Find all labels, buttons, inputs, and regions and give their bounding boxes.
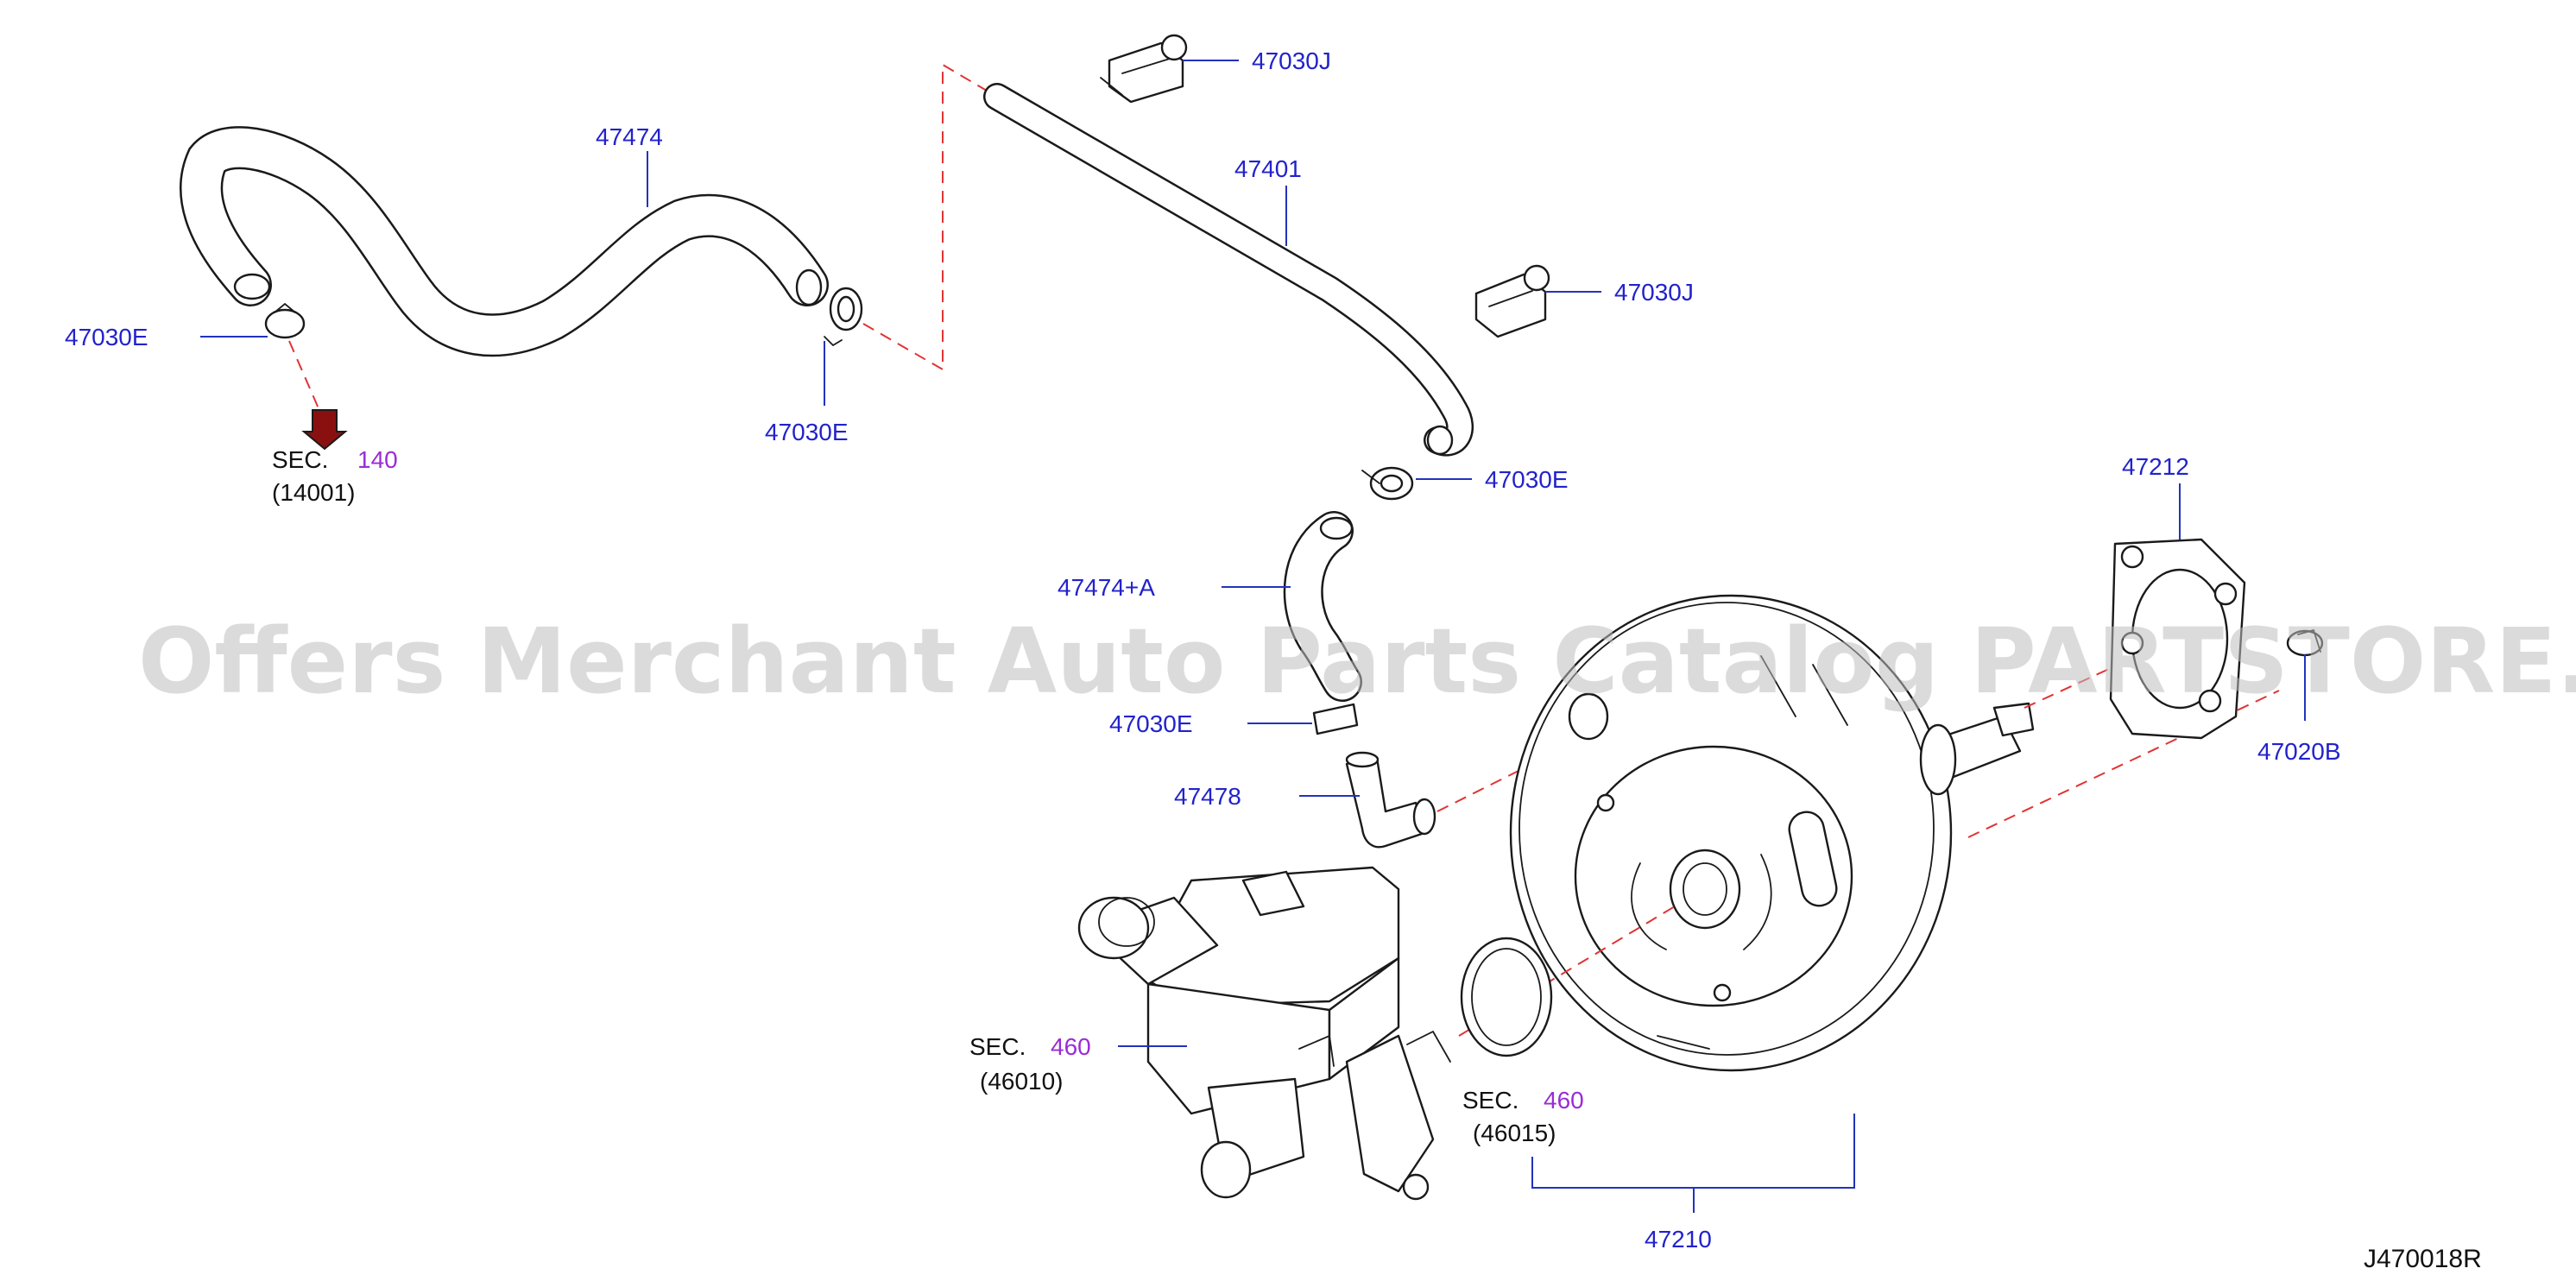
- gasket-icon: [2109, 538, 2246, 740]
- section-link-46010[interactable]: 460: [1051, 1033, 1091, 1060]
- part-label-47030e-left[interactable]: 47030E: [65, 324, 148, 350]
- elbow-connector-icon: [1345, 751, 1436, 849]
- part-label-47474a[interactable]: 47474+A: [1058, 574, 1155, 601]
- hose-47474a: [1283, 511, 1362, 702]
- part-label-47020b[interactable]: 47020B: [2257, 738, 2341, 765]
- master-cylinder-icon: [1077, 866, 1451, 1201]
- nut-icon: [2286, 628, 2324, 657]
- part-label-47030e-lower[interactable]: 47030E: [1485, 466, 1569, 493]
- section-prefix-46015: SEC.: [1462, 1087, 1518, 1114]
- part-label-47212[interactable]: 47212: [2122, 453, 2189, 480]
- clamp-icon: [1361, 466, 1414, 501]
- clamp-icon: [264, 302, 306, 339]
- clip-icon: [1474, 264, 1550, 338]
- pipe-47401: [983, 83, 1474, 457]
- part-label-47478[interactable]: 47478: [1174, 783, 1241, 810]
- clip-icon: [1100, 34, 1188, 104]
- section-prefix-46010: SEC.: [969, 1033, 1026, 1060]
- hose-47474: [180, 126, 829, 357]
- part-label-47030j-right[interactable]: 47030J: [1614, 279, 1694, 306]
- part-label-47030e-small[interactable]: 47030E: [1109, 710, 1193, 737]
- section-ref-46015: (46015): [1473, 1120, 1556, 1146]
- brake-booster-icon: [1509, 594, 2035, 1072]
- direction-arrow-icon: [301, 409, 348, 451]
- section-link-46015[interactable]: 460: [1544, 1087, 1584, 1114]
- part-label-47210[interactable]: 47210: [1645, 1226, 1712, 1253]
- section-ref-46010: (46010): [980, 1068, 1064, 1095]
- section-prefix-140: SEC.: [272, 446, 328, 473]
- part-label-47474[interactable]: 47474: [596, 123, 663, 150]
- part-label-47401[interactable]: 47401: [1234, 155, 1302, 182]
- section-ref-14001: (14001): [272, 479, 356, 506]
- diagram-code: J470018R: [2364, 1245, 2482, 1273]
- clamp-icon: [824, 287, 863, 347]
- seal-ring-icon: [1460, 937, 1553, 1057]
- section-link-140[interactable]: 140: [357, 446, 398, 473]
- part-label-47030j-top[interactable]: 47030J: [1252, 47, 1331, 74]
- clamp-icon: [1312, 703, 1359, 735]
- watermark-text: Offers Merchant Auto Parts Catalog PARTS…: [138, 609, 2576, 714]
- part-label-47030e-mid[interactable]: 47030E: [765, 419, 849, 445]
